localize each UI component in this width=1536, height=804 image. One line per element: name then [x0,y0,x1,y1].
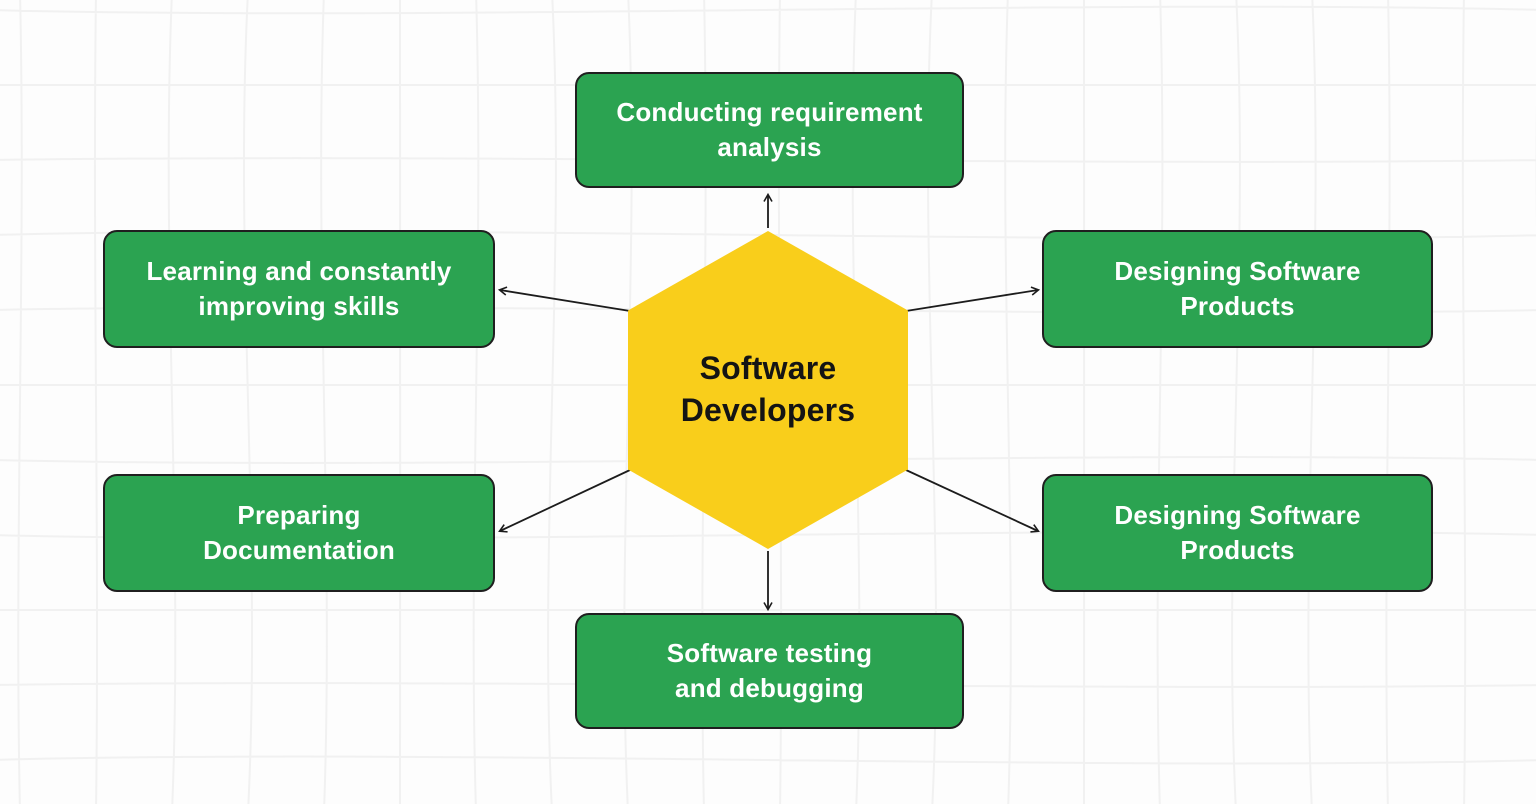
node-learning-and-constantly-improving-skills[interactable]: Learning and constantly improving skills [103,230,495,348]
node-label: Preparing Documentation [203,499,395,565]
center-node-software-developers[interactable]: Software Developers [628,231,908,549]
node-designing-software-products-1[interactable]: Designing Software Products [1042,230,1433,348]
node-label: Designing Software Products [1114,499,1361,565]
node-label: Conducting requirement analysis [616,96,923,162]
connector-arrow-top-left [497,286,631,312]
connector-arrow-bottom-left [498,469,631,533]
node-label: Designing Software Products [1114,255,1361,321]
node-label: Software testing and debugging [666,637,873,703]
node-software-testing-and-debugging[interactable]: Software testing and debugging [575,613,964,729]
connector-arrow-bottom-right [905,469,1040,533]
node-conducting-requirement-analysis[interactable]: Conducting requirement analysis [575,72,964,188]
node-preparing-documentation[interactable]: Preparing Documentation [103,474,495,592]
connector-arrow-top-right [905,286,1041,312]
node-designing-software-products-2[interactable]: Designing Software Products [1042,474,1433,592]
node-label: Learning and constantly improving skills [146,255,452,321]
center-node-label: Software Developers [680,350,856,428]
